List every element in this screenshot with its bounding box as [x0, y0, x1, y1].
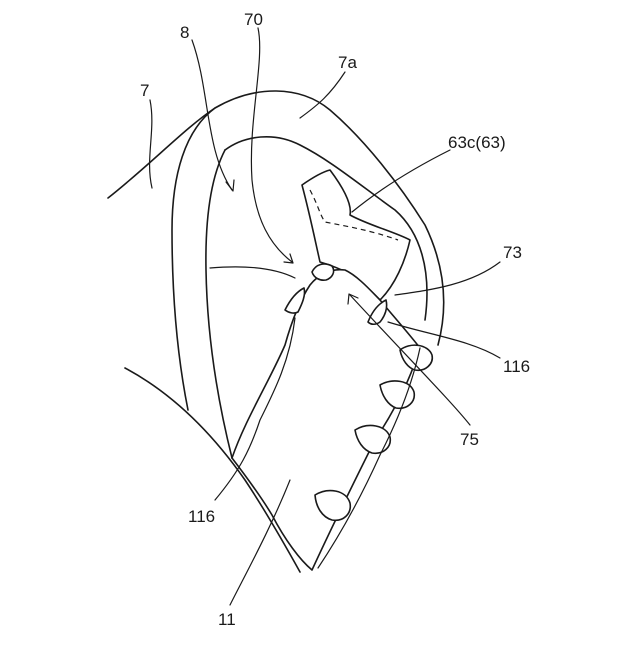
leader-7a	[300, 72, 345, 118]
label-75: 75	[460, 430, 479, 449]
label-73: 73	[503, 243, 522, 262]
face-8-division-line	[210, 267, 295, 278]
shell-left-rim	[172, 108, 215, 410]
label-116-left: 116	[188, 507, 215, 526]
leader-63c	[352, 150, 450, 212]
label-7a: 7a	[338, 53, 357, 72]
leader-8	[192, 40, 232, 190]
label-116-right: 116	[503, 357, 530, 376]
label-7: 7	[140, 81, 149, 100]
shell-7-outline	[108, 91, 444, 345]
label-70: 70	[244, 10, 263, 29]
label-8: 8	[180, 23, 189, 42]
label-63c: 63c(63)	[448, 133, 506, 152]
protrusion-70	[312, 264, 334, 280]
leader-7	[150, 100, 152, 188]
shell-left-rim-inner	[206, 150, 232, 458]
label-11: 11	[218, 610, 236, 629]
leader-73	[395, 262, 500, 295]
leader-70	[251, 28, 292, 262]
